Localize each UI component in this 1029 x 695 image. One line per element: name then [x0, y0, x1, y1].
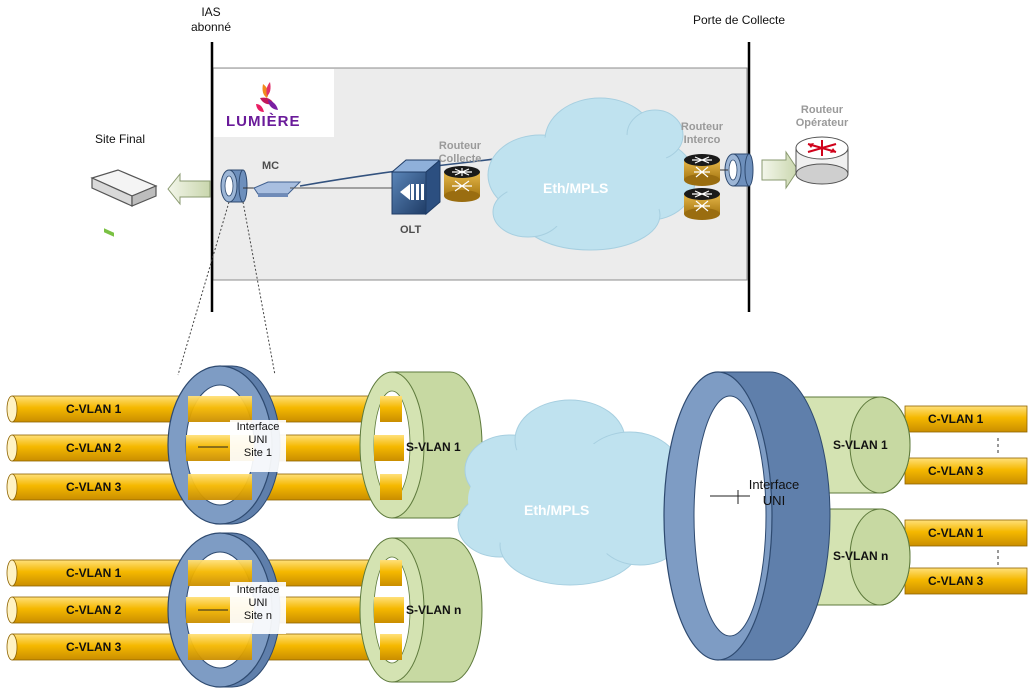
olt-icon [390, 158, 442, 216]
right-pipe-4 [904, 567, 1028, 595]
mc-label: MC [262, 160, 280, 172]
routeur-interco-line1: Routeur [680, 121, 724, 133]
routeur-operateur-label: Routeur Opérateur [784, 104, 860, 130]
siten-iface-line1: Interface [236, 584, 280, 596]
siten-iface-line2: UNI [248, 597, 268, 609]
routeur-collecte-line2: Collecte [438, 153, 482, 165]
siten-svlan-label: S-VLAN n [406, 603, 462, 617]
logo-background [214, 69, 334, 137]
site1-iface-line2: UNI [248, 434, 268, 446]
routeur-interco-label: Routeur Interco [670, 121, 734, 147]
site1-cvlan-2-label: C-VLAN 2 [66, 441, 122, 455]
right-interface-label: Interface UNI [744, 477, 804, 509]
right-g2-cvlan-1-label: C-VLAN 1 [928, 526, 984, 540]
site-final-label: Site Final [95, 132, 146, 146]
bottom-cloud-label: Eth/MPLS [524, 502, 590, 518]
uni-connector-left-icon [220, 169, 248, 203]
site1-svlan-label: S-VLAN 1 [406, 440, 461, 454]
olt-label: OLT [400, 224, 422, 236]
right-svlan-n-label: S-VLAN n [833, 549, 889, 563]
lumiere-logo-icon [256, 82, 278, 112]
right-g2-cvlan-3-label: C-VLAN 3 [928, 574, 984, 588]
right-g1-cvlan-3-label: C-VLAN 3 [928, 464, 984, 478]
lumiere-logo-text: LUMIÈRE [226, 113, 301, 130]
routeur-interco-line2: Interco [683, 134, 721, 146]
siten-group [6, 532, 483, 688]
right-pipe-1 [904, 405, 1028, 433]
routeur-operateur-arrow [761, 150, 799, 190]
right-uni-ring [663, 371, 831, 661]
routeur-interco-icon [684, 154, 720, 220]
site-final-arrow [167, 172, 211, 206]
site1-iface-line1: Interface [236, 421, 280, 433]
site1-iface-line3: Site 1 [243, 447, 273, 459]
ias-label-line2: abonné [190, 20, 232, 34]
right-iface-line1: Interface [748, 477, 800, 492]
right-svlan-1-label: S-VLAN 1 [833, 438, 888, 452]
top-cloud-label: Eth/MPLS [543, 180, 609, 196]
site1-cvlan-1-label: C-VLAN 1 [66, 402, 122, 416]
routeur-collecte-label: Routeur Collecte [428, 140, 492, 166]
siten-cvlan-3-label: C-VLAN 3 [66, 640, 122, 654]
site1-cvlan-3-label: C-VLAN 3 [66, 480, 122, 494]
uni-connector-right-icon [724, 153, 754, 187]
right-pipe-3 [904, 519, 1028, 547]
ias-label-line1: IAS [201, 5, 221, 19]
right-iface-line2: UNI [762, 493, 786, 508]
routeur-collecte-icon [444, 166, 480, 202]
routeur-operateur-icon [795, 136, 849, 185]
zoom-line-right [242, 201, 276, 376]
routeur-operateur-line2: Opérateur [795, 117, 849, 129]
porte-de-collecte-label: Porte de Collecte [693, 13, 786, 27]
right-group [663, 371, 1028, 661]
siten-cvlan-1-label: C-VLAN 1 [66, 566, 122, 580]
right-g1-cvlan-1-label: C-VLAN 1 [928, 412, 984, 426]
ias-abonne-label: IAS abonné [176, 5, 246, 35]
routeur-operateur-line1: Routeur [800, 104, 844, 116]
site-final-device-icon [90, 169, 158, 237]
site1-interface-label: Interface UNI Site 1 [226, 421, 290, 460]
site1-group [6, 365, 483, 525]
routeur-collecte-line1: Routeur [438, 140, 482, 152]
siten-interface-label: Interface UNI Site n [226, 584, 290, 623]
siten-iface-line3: Site n [243, 610, 273, 622]
siten-cvlan-2-label: C-VLAN 2 [66, 603, 122, 617]
